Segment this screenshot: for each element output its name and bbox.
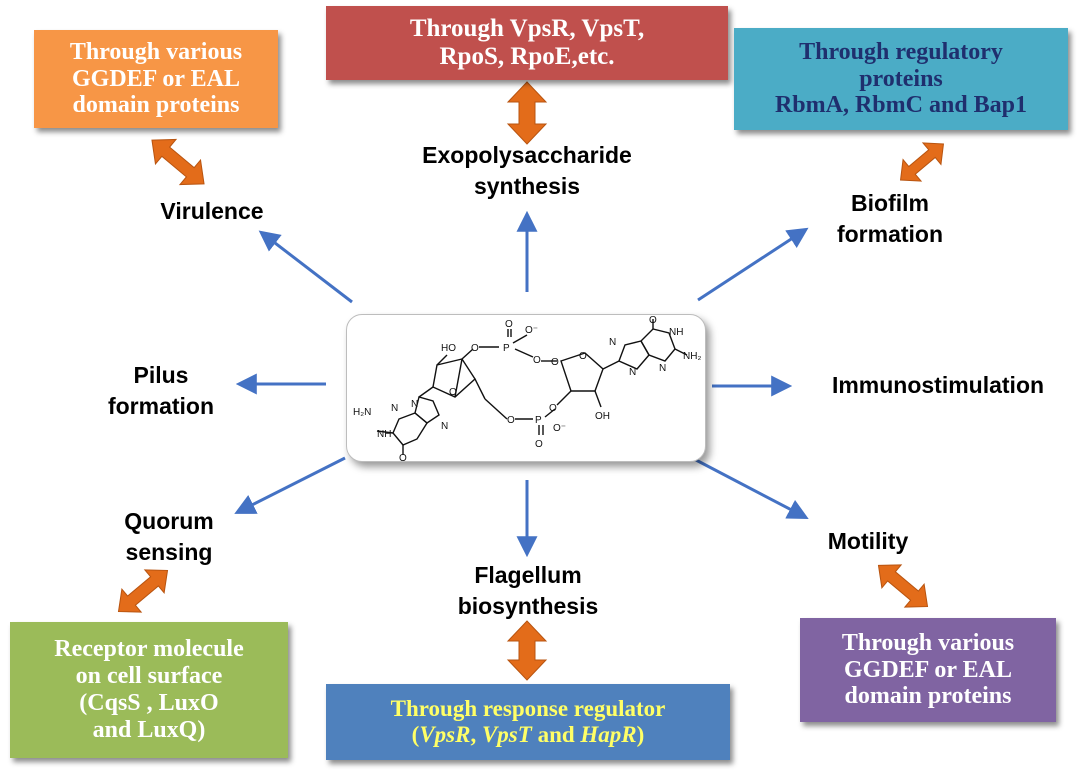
label-quorum: Quorum sensing: [104, 506, 234, 568]
atom-o8: O: [579, 351, 587, 362]
atom-n-top-3: N: [629, 367, 636, 378]
box-biofilm-line-1: Through regulatory: [799, 38, 1003, 65]
cyclic-di-gmp-structure-card: HO O P O⁻ O O N O NH N N NH₂ H₂N N NH N …: [346, 314, 706, 462]
label-motility-line-1: Motility: [827, 528, 909, 554]
box-flagellum-line-1: Through response regulator: [390, 696, 666, 722]
label-flagellum: Flagellum biosynthesis: [430, 560, 626, 622]
gene-vpst: VpsT: [481, 722, 532, 747]
atom-o5: O: [507, 415, 515, 426]
paren-close: ): [636, 722, 645, 747]
label-exopolysaccharide: Exopolysaccharide synthesis: [393, 140, 661, 202]
atom-n-bottom-3: N: [441, 421, 448, 432]
atom-p2: P: [535, 415, 542, 426]
box-quorum-line-4: and LuxQ): [92, 716, 206, 743]
cyclic-di-gmp-structure: HO O P O⁻ O O N O NH N N NH₂ H₂N N NH N …: [353, 315, 701, 461]
double-arrow-virulence: [151, 138, 205, 186]
gene-hapr: HapR: [580, 722, 637, 747]
box-quorum-receptors: Receptor molecule on cell surface (CqsS …: [10, 622, 288, 758]
label-pilus: Pilus formation: [96, 360, 226, 422]
box-biofilm-line-2: proteins: [859, 65, 943, 92]
atom-n-bottom-2: N: [411, 399, 418, 410]
atom-o2: O: [505, 319, 513, 330]
box-biofilm-line-3: RbmA, RbmC and Bap1: [774, 92, 1028, 119]
label-pilus-line-2: formation: [107, 393, 215, 420]
label-biofilm-line-1: Biofilm: [851, 190, 929, 216]
double-arrow-quorum: [117, 569, 169, 613]
atom-n-bottom-1: N: [391, 403, 398, 414]
box-virulence-line-3: domain proteins: [72, 92, 240, 119]
box-quorum-line-2: on cell surface: [75, 663, 223, 690]
label-flagellum-line-2: biosynthesis: [457, 593, 599, 620]
box-exo-line-1: Through VpsR, VpsT,: [409, 15, 645, 42]
atom-o4: O: [449, 387, 457, 398]
label-motility: Motility: [806, 526, 930, 557]
double-arrow-motility: [877, 564, 929, 608]
arrow-to-quorum: [234, 456, 346, 514]
box-motility-line-1: Through various: [841, 629, 1015, 656]
paren-open: (: [411, 722, 420, 747]
label-quorum-line-2: sensing: [125, 539, 213, 566]
box-biofilm-proteins: Through regulatory proteins RbmA, RbmC a…: [734, 28, 1068, 130]
label-pilus-line-1: Pilus: [133, 362, 189, 388]
atom-nh2-top: NH₂: [683, 351, 701, 362]
atom-ho: HO: [441, 343, 456, 354]
atom-o-top: O: [649, 315, 657, 326]
atom-o3: O: [533, 355, 541, 366]
atom-o7: O: [535, 439, 543, 450]
label-exo-line-1: Exopolysaccharide: [422, 142, 632, 168]
arrow-to-biofilm: [697, 227, 809, 302]
atom-o9: O: [551, 357, 559, 368]
label-exo-line-2: synthesis: [473, 173, 581, 200]
box-motility-proteins: Through various GGDEF or EAL domain prot…: [800, 618, 1056, 722]
label-flagellum-line-1: Flagellum: [474, 562, 582, 588]
box-motility-line-2: GGDEF or EAL: [843, 656, 1012, 683]
label-immunostimulation: Immunostimulation: [800, 370, 1076, 401]
box-exo-regulators: Through VpsR, VpsT, RpoS, RpoE,etc.: [326, 6, 728, 80]
atom-oh: OH: [595, 411, 610, 422]
sep-1: ,: [470, 722, 482, 747]
label-quorum-line-1: Quorum: [124, 508, 214, 534]
sep-2: and: [531, 722, 581, 747]
box-virulence-line-2: GGDEF or EAL: [71, 65, 240, 92]
atom-o-minus-1: O⁻: [525, 325, 538, 336]
double-arrow-flagellum: [506, 620, 548, 681]
double-arrow-biofilm: [899, 142, 945, 182]
label-biofilm: Biofilm formation: [802, 188, 978, 250]
double-arrow-exo: [506, 81, 548, 145]
box-quorum-line-3: (CqsS , LuxO: [79, 690, 219, 716]
label-biofilm-line-2: formation: [836, 221, 944, 248]
atom-o6: O: [549, 403, 557, 414]
atom-o1: O: [471, 343, 479, 354]
arrow-to-motility: [695, 458, 809, 519]
box-motility-line-3: domain proteins: [844, 683, 1012, 710]
label-immuno-line-1: Immunostimulation: [831, 372, 1045, 398]
atom-h2n-bottom: H₂N: [353, 407, 371, 418]
box-flagellum-line-2: (VpsR, VpsT and HapR): [391, 722, 666, 748]
arrow-to-virulence: [258, 230, 353, 304]
box-quorum-line-1: Receptor molecule: [54, 636, 244, 663]
atom-n-top: N: [609, 337, 616, 348]
atom-nh-bottom: NH: [377, 429, 391, 440]
box-virulence-proteins: Through various GGDEF or EAL domain prot…: [34, 30, 278, 128]
atom-p1: P: [503, 343, 510, 354]
label-virulence: Virulence: [132, 196, 292, 227]
atom-n-top-2: N: [659, 363, 666, 374]
atom-o-minus-2: O⁻: [553, 423, 566, 434]
atom-nh-top: NH: [669, 327, 683, 338]
atom-o-bottom: O: [399, 453, 407, 461]
box-exo-line-2: RpoS, RpoE,etc.: [439, 43, 615, 70]
label-virulence-line-1: Virulence: [160, 198, 264, 224]
gene-vpsr: VpsR: [419, 722, 471, 747]
box-flagellum-regulators: Through response regulator (VpsR, VpsT a…: [326, 684, 730, 760]
box-virulence-line-1: Through various: [69, 38, 243, 65]
